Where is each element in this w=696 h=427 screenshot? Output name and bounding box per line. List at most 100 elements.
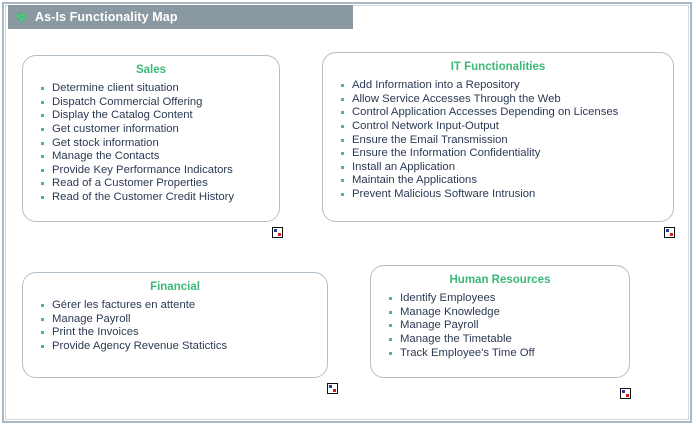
bullet-icon bbox=[41, 195, 44, 199]
list-item[interactable]: Maintain the Applications bbox=[339, 174, 673, 188]
bullet-icon bbox=[341, 125, 344, 128]
broken-image-icon[interactable] bbox=[327, 383, 338, 394]
list-item-label: Manage the Contacts bbox=[52, 150, 160, 163]
window-title-bar: As-Is Functionality Map bbox=[8, 5, 353, 29]
bullet-icon bbox=[341, 152, 344, 156]
list-item[interactable]: Ensure the Email Transmission bbox=[339, 134, 673, 148]
bullet-icon bbox=[41, 168, 44, 172]
list-item[interactable]: Control Application Accesses Depending o… bbox=[339, 106, 673, 120]
list-item[interactable]: Provide Key Performance Indicators bbox=[39, 164, 279, 178]
broken-image-icon[interactable] bbox=[620, 388, 631, 399]
list-item-label: Read of the Customer Credit History bbox=[52, 190, 235, 203]
list-item-label: Add Information into a Repository bbox=[352, 79, 520, 92]
bullet-icon bbox=[389, 297, 392, 301]
list-item-label: Get customer information bbox=[52, 123, 179, 135]
list-item[interactable]: Read of a Customer Properties bbox=[39, 177, 279, 191]
list-item[interactable]: Provide Agency Revenue Statictics bbox=[39, 340, 327, 354]
list-item-label: Manage Payroll bbox=[400, 319, 479, 332]
bullet-icon bbox=[41, 331, 44, 335]
bullet-icon bbox=[341, 138, 344, 142]
group-title-sales: Sales bbox=[135, 64, 167, 76]
list-item[interactable]: Get stock information bbox=[39, 137, 279, 151]
bullet-icon bbox=[341, 97, 344, 101]
bullet-icon bbox=[41, 304, 44, 308]
list-item-label: Get stock information bbox=[52, 136, 159, 149]
group-title-human-resources: Human Resources bbox=[449, 274, 551, 286]
group-box-financial[interactable]: Financial Gérer les factures en attente … bbox=[22, 272, 328, 378]
bullet-icon bbox=[41, 87, 44, 91]
list-item-label: Ensure the Email Transmission bbox=[352, 133, 508, 146]
bullet-icon bbox=[41, 317, 44, 321]
list-item[interactable]: Control Network Input-Output bbox=[339, 120, 673, 134]
list-item[interactable]: Track Employee's Time Off bbox=[387, 347, 629, 361]
list-item-label: Prevent Malicious Software Intrusion bbox=[352, 187, 536, 200]
list-item[interactable]: Read of the Customer Credit History bbox=[39, 191, 279, 205]
group-list-financial: Gérer les factures en attente Manage Pay… bbox=[23, 299, 327, 353]
list-item-label: Track Employee's Time Off bbox=[400, 346, 535, 359]
list-item-label: Control Application Accesses Depending o… bbox=[352, 106, 619, 119]
list-item-label: Manage Payroll bbox=[52, 312, 131, 325]
list-item[interactable]: Manage the Timetable bbox=[387, 333, 629, 347]
list-item-label: Dispatch Commercial Offering bbox=[52, 95, 203, 108]
bullet-icon bbox=[389, 338, 392, 341]
bullet-icon bbox=[41, 100, 44, 104]
bullet-icon bbox=[41, 155, 44, 159]
list-item-label: Print the Invoices bbox=[52, 326, 139, 339]
group-box-it-functionalities[interactable]: IT Functionalities Add Information into … bbox=[322, 52, 674, 222]
bullet-icon bbox=[41, 114, 44, 118]
list-item[interactable]: Dispatch Commercial Offering bbox=[39, 96, 279, 110]
list-item-label: Allow Service Accesses Through the Web bbox=[352, 92, 561, 105]
bullet-icon bbox=[41, 141, 44, 145]
green-diamond-cluster-icon bbox=[15, 10, 28, 23]
bullet-icon bbox=[341, 179, 344, 183]
list-item-label: Install an Application bbox=[352, 160, 455, 173]
list-item[interactable]: Prevent Malicious Software Intrusion bbox=[339, 188, 673, 202]
group-box-sales[interactable]: Sales Determine client situation Dispatc… bbox=[22, 55, 280, 222]
list-item[interactable]: Get customer information bbox=[39, 123, 279, 137]
bullet-icon bbox=[341, 165, 344, 169]
bullet-icon bbox=[389, 310, 392, 314]
list-item[interactable]: Display the Catalog Content bbox=[39, 109, 279, 123]
group-list-it-functionalities: Add Information into a Repository Allow … bbox=[323, 79, 673, 201]
list-item[interactable]: Manage Payroll bbox=[387, 319, 629, 333]
list-item-label: Identify Employees bbox=[400, 292, 496, 305]
list-item[interactable]: Allow Service Accesses Through the Web bbox=[339, 93, 673, 107]
list-item-label: Display the Catalog Content bbox=[52, 109, 193, 122]
list-item[interactable]: Manage Knowledge bbox=[387, 306, 629, 320]
group-list-human-resources: Identify Employees Manage Knowledge Mana… bbox=[371, 292, 629, 360]
list-item[interactable]: Add Information into a Repository bbox=[339, 79, 673, 93]
page-title: As-Is Functionality Map bbox=[35, 9, 178, 24]
list-item-label: Determine client situation bbox=[52, 82, 179, 95]
list-item[interactable]: Identify Employees bbox=[387, 292, 629, 306]
bullet-icon bbox=[41, 182, 44, 186]
list-item[interactable]: Gérer les factures en attente bbox=[39, 299, 327, 313]
list-item-label: Manage the Timetable bbox=[400, 333, 512, 345]
list-item-label: Manage Knowledge bbox=[400, 305, 500, 318]
bullet-icon bbox=[41, 345, 44, 348]
bullet-icon bbox=[341, 84, 344, 88]
list-item[interactable]: Determine client situation bbox=[39, 82, 279, 96]
list-item-label: Ensure the Information Confidentiality bbox=[352, 147, 541, 160]
list-item-label: Provide Agency Revenue Statictics bbox=[52, 340, 228, 352]
bullet-icon bbox=[341, 111, 344, 115]
list-item[interactable]: Ensure the Information Confidentiality bbox=[339, 147, 673, 161]
list-item[interactable]: Install an Application bbox=[339, 161, 673, 175]
group-box-human-resources[interactable]: Human Resources Identify Employees Manag… bbox=[370, 265, 630, 378]
group-title-it-functionalities: IT Functionalities bbox=[450, 61, 546, 73]
bullet-icon bbox=[41, 128, 44, 131]
list-item-label: Gérer les factures en attente bbox=[52, 299, 196, 312]
list-item[interactable]: Manage the Contacts bbox=[39, 150, 279, 164]
list-item[interactable]: Print the Invoices bbox=[39, 326, 327, 340]
list-item[interactable]: Manage Payroll bbox=[39, 313, 327, 327]
list-item-label: Read of a Customer Properties bbox=[52, 177, 208, 190]
bullet-icon bbox=[389, 351, 392, 355]
broken-image-icon[interactable] bbox=[664, 227, 675, 238]
list-item-label: Maintain the Applications bbox=[352, 174, 477, 187]
bullet-icon bbox=[341, 192, 344, 196]
group-list-sales: Determine client situation Dispatch Comm… bbox=[23, 82, 279, 204]
broken-image-icon[interactable] bbox=[272, 227, 283, 238]
bullet-icon bbox=[389, 324, 392, 328]
group-title-financial: Financial bbox=[150, 281, 200, 293]
list-item-label: Provide Key Performance Indicators bbox=[52, 163, 233, 176]
